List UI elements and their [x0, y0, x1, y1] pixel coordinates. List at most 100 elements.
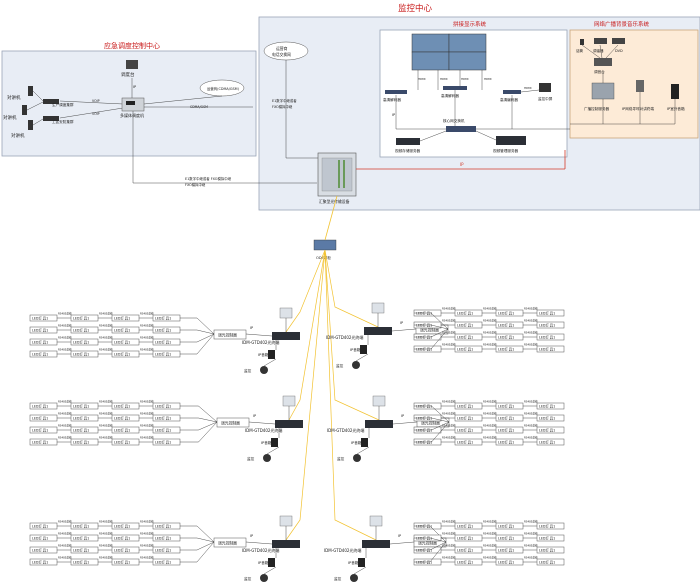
carrier-net-cloud: 运营商 电话交换网 [263, 41, 309, 61]
dimming-controller [213, 537, 247, 548]
svg-text:多媒体调度机: 多媒体调度机 [120, 112, 144, 118]
led-fixture: LED灯 具1 [454, 426, 483, 434]
svg-text:LED灯 具1: LED灯 具1 [73, 404, 89, 409]
svg-text:LED灯 具1: LED灯 具1 [539, 404, 555, 409]
led-fixture: LED灯 具1 [29, 402, 58, 410]
svg-text:LED灯 具1: LED灯 具1 [32, 536, 48, 541]
svg-text:FXO模拟中继: FXO模拟中继 [272, 104, 293, 109]
svg-text:LED灯 具1: LED灯 具1 [73, 352, 89, 357]
svg-text:RS485总线: RS485总线 [140, 412, 154, 416]
svg-text:RS485总线: RS485总线 [99, 556, 113, 560]
led-fixture: LED灯 具1 [111, 558, 140, 566]
svg-text:RS485总线: RS485总线 [140, 312, 154, 316]
svg-text:LED灯 具1: LED灯 具1 [155, 416, 171, 421]
svg-text:LED灯 具1: LED灯 具1 [32, 316, 48, 321]
ip-speaker-icon [360, 345, 367, 354]
svg-text:调光控制器: 调光控制器 [421, 421, 440, 426]
svg-text:RS485总线: RS485总线 [483, 532, 497, 536]
svg-text:调光控制器: 调光控制器 [420, 328, 439, 333]
walkie-group: 对讲机 对讲机 对讲机 [3, 86, 33, 139]
svg-text:HDMI: HDMI [440, 77, 448, 81]
optical-terminal-icon [362, 540, 390, 548]
led-fixture: LED灯 具1 [70, 414, 99, 422]
svg-text:RS485总线: RS485总线 [58, 348, 72, 352]
video-wall [411, 33, 487, 71]
svg-text:RS485总线: RS485总线 [140, 400, 154, 404]
svg-text:LED灯 具1: LED灯 具1 [457, 536, 473, 541]
svg-text:监控: 监控 [244, 576, 252, 581]
svg-text:LED灯 具1: LED灯 具1 [457, 524, 473, 529]
svg-text:RS485总线: RS485总线 [58, 424, 72, 428]
optical-terminal-icon [365, 420, 393, 428]
led-fixture: LED灯 具1 [29, 350, 58, 358]
led-fixture: LED灯 具1 [29, 314, 58, 322]
svg-text:LED灯 具1: LED灯 具1 [155, 524, 171, 529]
svg-text:LED灯 具1: LED灯 具1 [457, 416, 473, 421]
led-fixture: LED灯 具1 [70, 338, 99, 346]
ptz-camera-icon [279, 307, 293, 319]
led-fixture: LED灯 具1 [536, 345, 565, 353]
svg-text:LED灯 具1: LED灯 具1 [155, 316, 171, 321]
core-switch: 核心网交换机 IP [392, 90, 570, 132]
svg-text:调光控制器: 调光控制器 [418, 541, 437, 546]
svg-text:HDMI: HDMI [484, 77, 492, 81]
svg-text:LED灯 具1: LED灯 具1 [457, 404, 473, 409]
fiber-link-4 [324, 249, 380, 421]
svg-text:监控: 监控 [247, 456, 255, 461]
svg-text:LED灯 具1: LED灯 具1 [457, 560, 473, 565]
svg-text:RS485总线: RS485总线 [58, 312, 72, 316]
svg-text:RS485总线: RS485总线 [99, 520, 113, 524]
svg-text:LED灯 具1: LED灯 具1 [539, 524, 555, 529]
led-fixture: LED灯 具1 [111, 546, 140, 554]
svg-text:电话交换网: 电话交换网 [272, 52, 291, 57]
svg-text:RS485总线: RS485总线 [483, 436, 497, 440]
svg-text:RS485总线: RS485总线 [99, 324, 113, 328]
led-fixture: LED灯 具1 [495, 414, 524, 422]
svg-text:RS485总线: RS485总线 [58, 412, 72, 416]
svg-text:LED灯 具1: LED灯 具1 [73, 560, 89, 565]
svg-text:RS485总线: RS485总线 [442, 400, 456, 404]
svg-text:IP: IP [398, 534, 401, 538]
svg-text:高清解码器: 高清解码器 [383, 97, 401, 102]
svg-text:IP: IP [250, 534, 253, 538]
led-fixture: LED灯 具1 [29, 522, 58, 530]
ip-speaker-icon [361, 438, 368, 447]
svg-text:高清解码器: 高清解码器 [441, 93, 459, 98]
svg-text:LED灯 具1: LED灯 具1 [498, 524, 514, 529]
optical-terminal-label: IDM-GTD402光终端 [327, 427, 364, 433]
svg-text:RS485总线: RS485总线 [442, 556, 456, 560]
svg-text:LED灯 具1: LED灯 具1 [539, 335, 555, 340]
led-fixture: LED灯 具1 [29, 534, 58, 542]
camera-icon [353, 454, 361, 462]
camera-icon [352, 361, 360, 369]
svg-text:RS485总线: RS485总线 [140, 348, 154, 352]
svg-text:LED灯 具1: LED灯 具1 [457, 335, 473, 340]
svg-text:IP: IP [401, 414, 404, 418]
svg-text:LED灯 具1: LED灯 具1 [73, 316, 89, 321]
led-fixture: LED灯 具1 [29, 414, 58, 422]
svg-text:LED灯 具1: LED灯 具1 [73, 416, 89, 421]
ip-speaker-icon [271, 438, 278, 447]
svg-text:RS485总线: RS485总线 [99, 348, 113, 352]
svg-text:LED灯 具1: LED灯 具1 [498, 404, 514, 409]
led-fixture: LED灯 具1 [152, 522, 181, 530]
svg-text:LED灯 具1: LED灯 具1 [498, 548, 514, 553]
led-fixture: LED灯 具1 [536, 546, 565, 554]
svg-text:LED灯 具1: LED灯 具1 [114, 524, 130, 529]
svg-text:LED灯 具1: LED灯 具1 [32, 548, 48, 553]
svg-text:HDMI: HDMI [461, 77, 469, 81]
fiber-link-2 [324, 249, 379, 328]
optical-terminal-icon [272, 332, 300, 340]
svg-text:RS485总线: RS485总线 [483, 307, 497, 311]
svg-text:LED灯 具1: LED灯 具1 [457, 440, 473, 445]
svg-text:LED灯 具1: LED灯 具1 [114, 536, 130, 541]
svg-text:LED灯 具1: LED灯 具1 [73, 536, 89, 541]
optical-terminal-icon [275, 420, 303, 428]
svg-text:监控: 监控 [337, 456, 345, 461]
led-fixture: LED灯 具1 [495, 426, 524, 434]
led-fixture: LED灯 具1 [495, 546, 524, 554]
svg-text:LED灯 具1: LED灯 具1 [539, 440, 555, 445]
led-fixture: LED灯 具1 [70, 438, 99, 446]
